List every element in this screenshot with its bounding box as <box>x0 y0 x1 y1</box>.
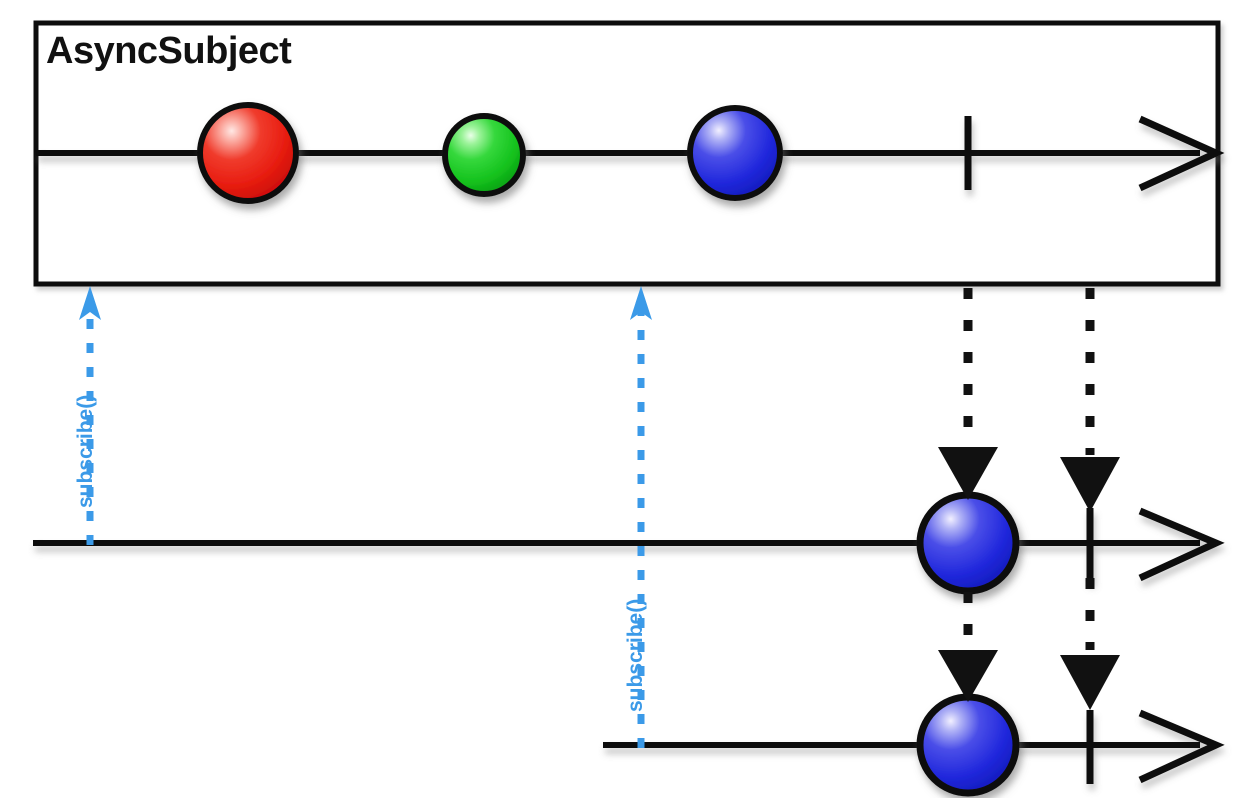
subscriber-marble-1-blue <box>916 491 1020 595</box>
emission-arrow-value-2 <box>938 592 998 702</box>
subscriber-timeline-2-arrowhead <box>1138 709 1225 784</box>
emission-arrow-complete-1 <box>1060 288 1120 512</box>
subscriber-marble-2-blue <box>916 693 1020 797</box>
subscribe-label-1: subscribe() <box>74 394 97 508</box>
subscribe-arrow-1[interactable] <box>79 286 101 545</box>
emission-arrow-value-1 <box>938 288 998 500</box>
source-marble-red <box>197 102 299 204</box>
source-marble-blue <box>687 105 783 201</box>
subscriber-timeline-1-arrowhead <box>1138 507 1225 582</box>
subscriber-timeline-1 <box>33 507 1225 582</box>
subscribe-arrow-2[interactable] <box>630 286 652 748</box>
subscribe-label-2: subscribe() <box>624 598 647 712</box>
page-title: AsyncSubject <box>46 30 292 72</box>
source-timeline-arrowhead <box>1138 115 1225 192</box>
subscriber-timeline-2 <box>603 709 1225 784</box>
source-marble-green <box>442 113 526 197</box>
emission-arrow-complete-2 <box>1060 578 1120 710</box>
